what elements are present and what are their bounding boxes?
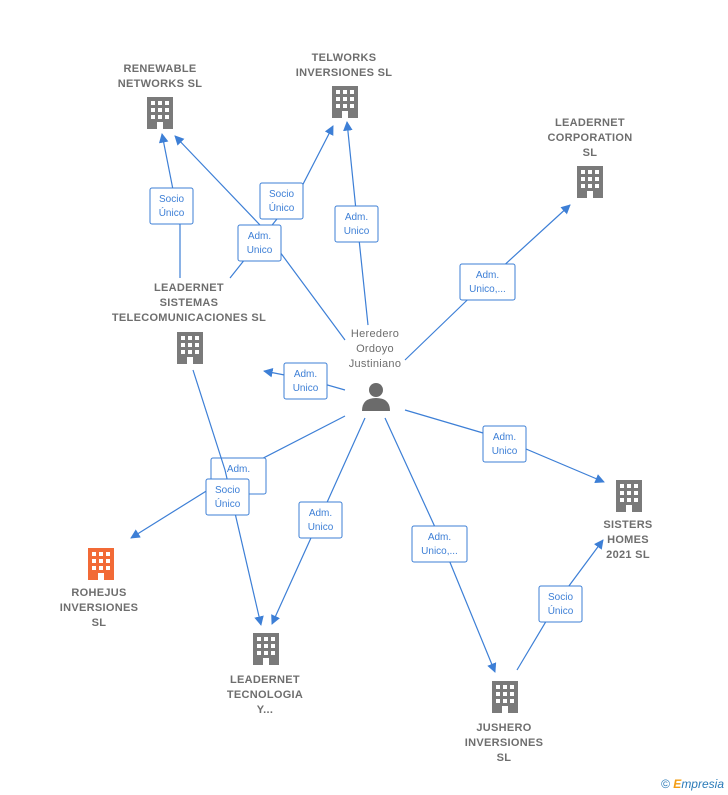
company-name[interactable]: TELECOMUNICACIONES SL (112, 312, 266, 324)
company-name[interactable]: LEADERNET (555, 117, 625, 129)
relation-label-text: Unico (344, 226, 370, 237)
relation-label-box[interactable] (205, 478, 250, 516)
company-node[interactable]: JUSHERO INVERSIONES SL (465, 681, 544, 764)
relation-label-box[interactable] (259, 182, 304, 220)
company-name[interactable]: JUSHERO (476, 722, 531, 734)
relation-edge: Adm. Unico (271, 417, 366, 625)
company-name[interactable]: SL (583, 147, 598, 159)
relation-label-text: Adm. (428, 532, 451, 543)
relation-label-text: Único (269, 201, 295, 214)
relation-label-text: Adm. (309, 508, 332, 519)
relation-label-box[interactable] (149, 187, 194, 225)
relation-edge: Adm. Unico,... (404, 204, 571, 361)
company-node[interactable]: LEADERNET TECNOLOGIA Y... (227, 633, 303, 716)
copyright-symbol: © (661, 777, 670, 791)
relation-label-box[interactable] (538, 585, 583, 623)
company-name[interactable]: ROHEJUS (71, 587, 126, 599)
relation-label-text: Unico (247, 245, 273, 256)
relation-label-text: Único (215, 497, 241, 510)
edges-layer: SocioÚnicoSocioÚnicoAdm.UnicoAdm.UnicoAd… (130, 121, 605, 673)
relation-label-box[interactable] (283, 362, 328, 400)
relation-label-box[interactable] (459, 263, 516, 301)
company-node[interactable]: LEADERNET CORPORATION SL (548, 117, 633, 198)
footer-brand: © Empresia (661, 777, 724, 791)
person-icon[interactable] (362, 383, 390, 411)
company-name[interactable]: SL (497, 752, 512, 764)
building-icon[interactable] (147, 97, 173, 129)
brand-logo-text: mpresia (681, 777, 724, 791)
building-icon[interactable] (577, 166, 603, 198)
relation-label-text: Unico (492, 446, 518, 457)
company-node[interactable]: TELWORKS INVERSIONES SL (296, 52, 393, 118)
relation-label-text: Unico (308, 522, 334, 533)
company-node[interactable]: LEADERNET SISTEMAS TELECOMUNICACIONES SL (112, 282, 266, 364)
company-name[interactable]: TELWORKS (312, 52, 377, 64)
relation-label-text: Socio (159, 194, 184, 205)
company-name[interactable]: CORPORATION (548, 132, 633, 144)
brand-logo-letter: E (673, 777, 682, 791)
relation-label-text: Socio (215, 485, 240, 496)
company-name[interactable]: INVERSIONES (60, 602, 139, 614)
company-name[interactable]: Y... (257, 704, 274, 716)
relation-edge: Adm. Unico (174, 135, 346, 341)
company-name[interactable]: RENEWABLE (124, 63, 197, 75)
building-icon[interactable] (253, 633, 279, 665)
company-name[interactable]: LEADERNET (230, 674, 300, 686)
relation-label-text: Adm. (493, 432, 516, 443)
company-name[interactable]: SISTERS (603, 519, 652, 531)
building-icon[interactable] (88, 548, 114, 580)
person-name[interactable]: Justiniano (349, 358, 402, 370)
relation-label-text: Adm. (476, 270, 499, 281)
nodes-layer: RENEWABLE NETWORKS SL TELWORKS INVERSIONES … (60, 52, 653, 764)
company-name[interactable]: 2021 SL (606, 549, 650, 561)
relation-label-text: Unico,... (469, 284, 506, 295)
relation-label-text: Unico,... (421, 546, 458, 557)
relation-label-box[interactable] (334, 205, 379, 243)
relation-label-text: Único (548, 604, 574, 617)
relation-label-box[interactable] (482, 425, 527, 463)
relation-arrow (192, 369, 264, 626)
building-icon[interactable] (616, 480, 642, 512)
building-icon[interactable] (492, 681, 518, 713)
company-name[interactable]: INVERSIONES (465, 737, 544, 749)
company-name[interactable]: HOMES (607, 534, 649, 546)
person-name[interactable]: Ordoyo (356, 343, 394, 355)
relation-label-text: Único (159, 206, 185, 219)
relation-label-text: Adm. (227, 464, 250, 475)
relation-edge: Adm. Unico,... (384, 417, 497, 673)
relation-edge: Adm. Unico (263, 362, 346, 400)
company-name[interactable]: INVERSIONES SL (296, 67, 393, 79)
relation-edge: Adm. Unico (404, 409, 605, 484)
relation-label-text: Adm. (345, 212, 368, 223)
building-icon[interactable] (177, 332, 203, 364)
relation-arrow (158, 133, 181, 278)
relation-label-text: Unico (293, 383, 319, 394)
company-name[interactable]: LEADERNET (154, 282, 224, 294)
company-node[interactable]: SISTERS HOMES 2021 SL (603, 480, 652, 561)
company-name[interactable]: SISTEMAS (160, 297, 219, 309)
company-node[interactable]: RENEWABLE NETWORKS SL (118, 63, 203, 129)
person-name[interactable]: Heredero (351, 328, 399, 340)
company-name[interactable]: SL (92, 617, 107, 629)
building-icon[interactable] (332, 86, 358, 118)
relation-label-box[interactable] (411, 525, 468, 563)
relation-label-box[interactable] (298, 501, 343, 539)
relation-label-text: Socio (269, 189, 294, 200)
relation-edge: Adm. Unico (334, 121, 379, 326)
relation-label-text: Adm. (294, 369, 317, 380)
relation-label-text: Adm. (248, 231, 271, 242)
company-name[interactable]: TECNOLOGIA (227, 689, 303, 701)
company-name[interactable]: NETWORKS SL (118, 78, 203, 90)
relation-label-box[interactable] (237, 224, 282, 262)
company-node[interactable]: ROHEJUS INVERSIONES SL (60, 548, 139, 629)
relation-label-text: Socio (548, 592, 573, 603)
